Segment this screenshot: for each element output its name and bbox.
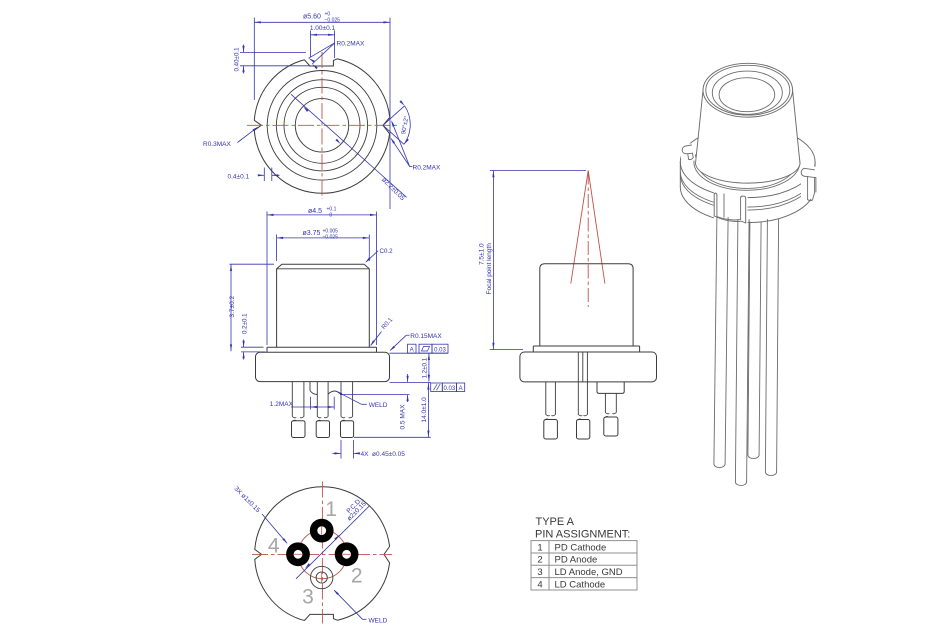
svg-text:+0: +0 xyxy=(325,12,331,18)
svg-text:WELD: WELD xyxy=(369,617,388,624)
svg-text:+0.1: +0.1 xyxy=(327,207,337,213)
svg-text:0.5 MAX: 0.5 MAX xyxy=(400,404,407,430)
svg-text:0.4±0.1: 0.4±0.1 xyxy=(228,174,250,181)
svg-text:WELD: WELD xyxy=(369,402,388,409)
svg-text:90°±2°: 90°±2° xyxy=(400,115,410,135)
svg-text:ø5.60: ø5.60 xyxy=(303,14,321,21)
svg-text:C0.2: C0.2 xyxy=(380,248,394,255)
svg-text:0.2±0.1: 0.2±0.1 xyxy=(242,313,249,334)
svg-text:PD Anode: PD Anode xyxy=(555,555,598,566)
svg-text:1.2±0.1: 1.2±0.1 xyxy=(422,357,429,378)
svg-text:PIN ASSIGNMENT:: PIN ASSIGNMENT: xyxy=(535,529,630,541)
svg-text:R0.2MAX: R0.2MAX xyxy=(413,164,441,171)
svg-text:0.03: 0.03 xyxy=(434,347,446,353)
svg-text:LD Cathode: LD Cathode xyxy=(555,579,606,590)
svg-text:ø4.5: ø4.5 xyxy=(308,208,322,215)
svg-text:−0.025: −0.025 xyxy=(323,235,339,241)
svg-text:LD Anode, GND: LD Anode, GND xyxy=(555,567,623,578)
svg-text:PD Cathode: PD Cathode xyxy=(555,542,607,553)
svg-text:1.00±0.1: 1.00±0.1 xyxy=(310,25,336,32)
svg-text:14.0±1.0: 14.0±1.0 xyxy=(421,397,428,423)
svg-text:A: A xyxy=(410,346,415,353)
svg-text:1: 1 xyxy=(537,542,542,553)
svg-text:R0.2MAX: R0.2MAX xyxy=(337,41,365,48)
svg-text:1: 1 xyxy=(325,498,337,521)
svg-text:Focal point length: Focal point length xyxy=(486,243,493,295)
svg-text:A: A xyxy=(459,386,463,392)
svg-text:3.7±0.2: 3.7±0.2 xyxy=(229,295,236,317)
svg-text:0.03: 0.03 xyxy=(444,386,456,392)
svg-text:3: 3 xyxy=(302,586,314,609)
svg-text:0.40±0.1: 0.40±0.1 xyxy=(234,47,241,72)
svg-text:4: 4 xyxy=(537,579,542,590)
svg-text:TYPE A: TYPE A xyxy=(536,516,575,528)
svg-text:R0.15MAX: R0.15MAX xyxy=(410,333,442,340)
svg-text:4X ø0.45±0.05: 4X ø0.45±0.05 xyxy=(361,451,406,458)
svg-text:2: 2 xyxy=(351,564,363,587)
svg-text:7.5±1.0: 7.5±1.0 xyxy=(479,243,486,265)
svg-text:+0.005: +0.005 xyxy=(323,229,339,235)
svg-text:3: 3 xyxy=(537,567,542,578)
svg-text:R0.3MAX: R0.3MAX xyxy=(203,141,231,148)
svg-text:2: 2 xyxy=(537,555,542,566)
svg-text:ø3.75: ø3.75 xyxy=(303,230,321,237)
svg-text:1.2MAX: 1.2MAX xyxy=(270,401,294,408)
svg-text:−0.025: −0.025 xyxy=(325,18,341,24)
svg-text:−0: −0 xyxy=(327,213,333,219)
svg-text:4: 4 xyxy=(268,534,280,557)
